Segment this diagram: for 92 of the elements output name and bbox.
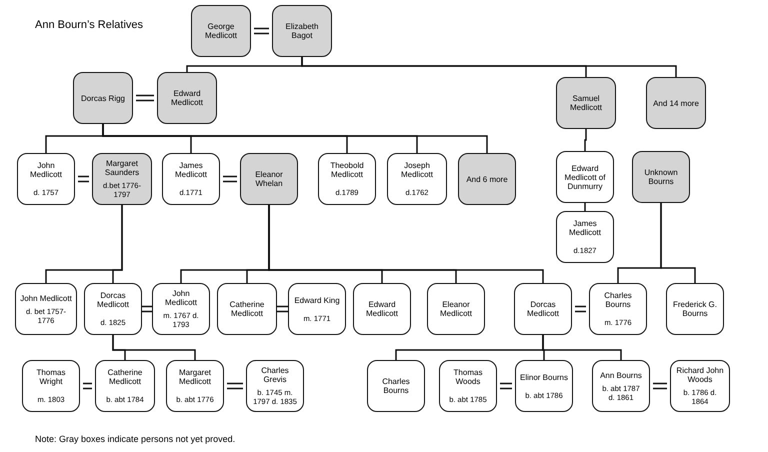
person-box	[92, 153, 152, 205]
person-name: James Medlicott	[174, 161, 208, 179]
marriage-sign	[574, 306, 587, 312]
person-name: Unknown Bourns	[643, 168, 679, 186]
marriage-sign	[276, 306, 289, 312]
person-box	[439, 360, 497, 412]
person-name: Edward Medlicott of Dunmurry	[564, 164, 606, 190]
person-box	[191, 5, 251, 57]
person-name: Dorcas Medlicott	[96, 291, 130, 309]
descent-line	[268, 205, 544, 283]
marriage-sign	[82, 382, 93, 390]
person-name: Samuel Medlicott	[568, 94, 603, 112]
marriage-sign	[135, 94, 155, 102]
person-name: Catherine Medlicott	[106, 368, 144, 386]
person-name: Elinor Bourns	[518, 372, 570, 382]
person-box	[646, 77, 706, 129]
person-box	[240, 153, 298, 205]
person-box	[556, 77, 616, 129]
person-box	[556, 151, 614, 203]
person-box	[387, 153, 447, 205]
marriage-sign	[141, 306, 153, 312]
person-box	[670, 360, 730, 412]
marriage-sign	[652, 382, 668, 390]
person-box	[318, 153, 376, 205]
person-box	[515, 360, 573, 412]
person-name: Dorcas Medlicott	[526, 300, 560, 318]
person-box	[458, 153, 516, 205]
person-name: Charles Grevis	[260, 366, 290, 384]
person-name: Eleanor Whelan	[254, 170, 284, 188]
person-name: Thomas Wright	[36, 368, 66, 386]
person-name: And 6 more	[465, 174, 509, 184]
person-box	[15, 283, 77, 335]
person-box	[162, 153, 220, 205]
person-box	[632, 151, 690, 203]
person-box	[246, 360, 304, 412]
person-name: Dorcas Rigg	[80, 94, 126, 102]
marriage-sign	[222, 176, 238, 182]
descent-line	[102, 124, 488, 153]
person-box	[166, 360, 224, 412]
person-name: Charles Bourns	[381, 377, 411, 395]
person-name: Edward Medlicott	[170, 89, 204, 107]
person-box	[157, 72, 217, 124]
marriage-sign	[253, 28, 270, 34]
person-name: Joseph Medlicott	[400, 161, 434, 179]
person-name: Frederick G. Bourns	[672, 300, 718, 318]
person-name: Charles Bourns	[603, 291, 633, 309]
person-box	[427, 283, 485, 335]
descent-line	[112, 205, 123, 283]
person-box	[353, 283, 411, 335]
diagram-title: Ann Bourn’s Relatives	[35, 18, 144, 33]
marriage-sign	[226, 382, 244, 390]
descent-line	[660, 203, 696, 283]
person-name: Margaret Medlicott	[178, 368, 212, 386]
descent-line	[112, 335, 196, 360]
person-name: Thomas Woods	[452, 368, 484, 386]
descent-line	[542, 335, 622, 360]
person-name: Edward King	[293, 296, 341, 304]
person-box	[95, 360, 155, 412]
person-box	[589, 283, 647, 335]
person-name: Richard John Woods	[675, 366, 725, 384]
person-box	[592, 360, 650, 412]
person-name: Eleanor Medlicott	[438, 300, 473, 318]
person-box	[514, 283, 572, 335]
marriage-sign	[77, 176, 90, 182]
descent-line	[584, 203, 586, 211]
person-box	[17, 153, 75, 205]
person-name: John Medlicott	[164, 289, 198, 307]
person-name: George Medlicott	[204, 22, 238, 40]
person-box	[288, 283, 346, 335]
person-name: John Medlicott	[28, 161, 63, 179]
person-box	[152, 283, 210, 335]
person-box	[84, 283, 142, 335]
person-box	[73, 72, 133, 124]
marriage-sign	[499, 382, 513, 390]
person-name: Margaret Saunders	[104, 159, 140, 177]
person-box	[367, 360, 425, 412]
person-box	[666, 283, 724, 335]
person-box	[22, 360, 80, 412]
person-name: And 14 more	[652, 98, 700, 108]
person-name: Elizabeth Bagot	[284, 22, 320, 40]
person-box	[556, 211, 614, 263]
person-name: Edward Medlicott	[364, 300, 399, 318]
person-name: John Medlicott	[19, 294, 73, 302]
person-name: James Medlicott	[568, 219, 602, 237]
person-box	[217, 283, 277, 335]
person-name: Catherine Medlicott	[228, 300, 266, 318]
person-name: Theobold Medlicott	[329, 161, 365, 179]
descent-line	[584, 129, 587, 151]
person-box	[272, 5, 332, 57]
person-name: Ann Bourns	[599, 370, 643, 380]
descent-line	[301, 57, 677, 77]
note-text: Note: Gray boxes indicate persons not yet proved.	[35, 433, 236, 446]
